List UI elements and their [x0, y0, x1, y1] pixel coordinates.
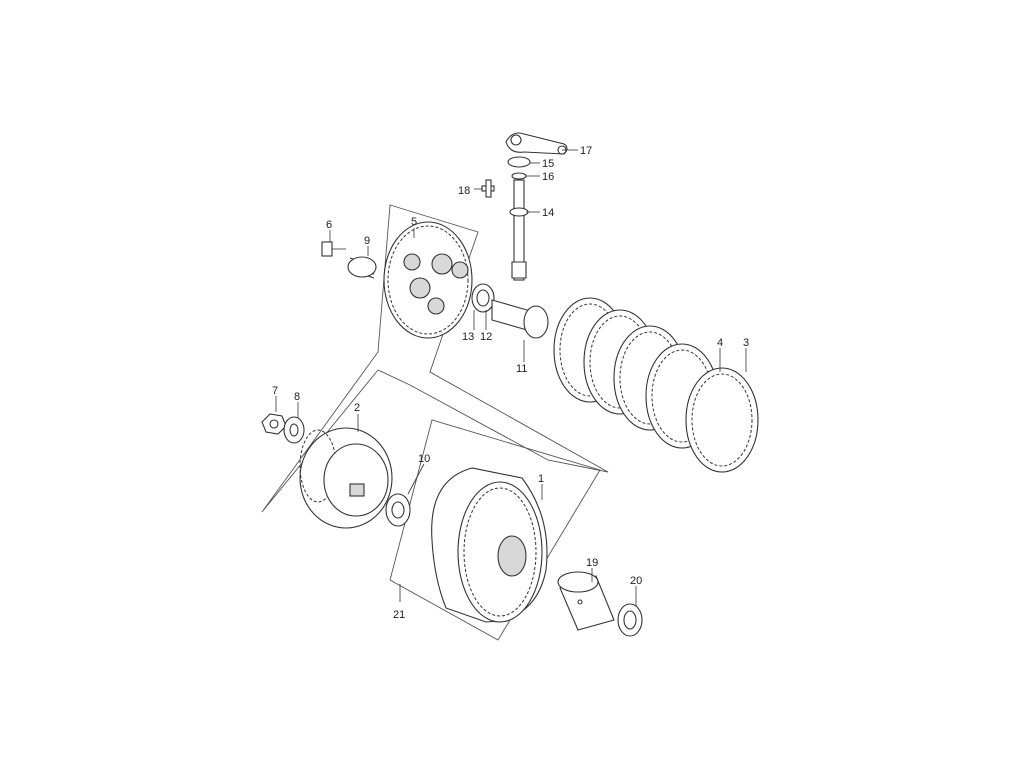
washer-part: [283, 416, 305, 444]
clutch-center-part: [299, 427, 393, 529]
push-rod-part: [491, 299, 549, 339]
callout-1: 1: [538, 473, 544, 485]
callout-12: 12: [480, 331, 492, 343]
o-ring-part: [511, 172, 527, 180]
callout-7: 7: [272, 385, 278, 397]
clutch-spring-part: [347, 256, 377, 279]
collar-part: [557, 571, 615, 631]
clutch-housing-group-frame: [389, 419, 601, 641]
callout-9: 9: [364, 235, 370, 247]
oil-seal-part: [507, 156, 531, 168]
callout-3: 3: [743, 337, 749, 349]
callout-15: 15: [542, 158, 554, 170]
bolt-part: [481, 179, 495, 198]
washer-20-part: [617, 603, 643, 637]
callout-6: 6: [326, 219, 332, 231]
bearing-part: [471, 283, 495, 313]
callout-4: 4: [717, 337, 723, 349]
clutch-plates-part: [553, 297, 759, 473]
callout-20: 20: [630, 575, 642, 587]
callout-10: 10: [418, 453, 430, 465]
clutch-bolt-part: [321, 241, 346, 257]
callout-11: 11: [516, 363, 527, 375]
thrust-washer-part: [385, 493, 411, 527]
lifter-shaft-part: [509, 179, 529, 281]
leader-lines: [275, 149, 747, 606]
callout-2: 2: [354, 402, 360, 414]
callout-19: 19: [586, 557, 598, 569]
clutch-lever-part: [505, 132, 568, 155]
callout-5: 5: [411, 216, 417, 228]
clutch-housing-part: [431, 467, 548, 623]
pressure-plate-part: [383, 221, 473, 339]
callout-16: 16: [542, 171, 554, 183]
callout-18: 18: [458, 185, 470, 197]
callout-13: 13: [462, 331, 474, 343]
nut-part: [261, 413, 287, 435]
callout-17: 17: [580, 145, 592, 157]
callout-14: 14: [542, 207, 554, 219]
callout-8: 8: [294, 391, 300, 403]
callout-21: 21: [393, 609, 405, 621]
